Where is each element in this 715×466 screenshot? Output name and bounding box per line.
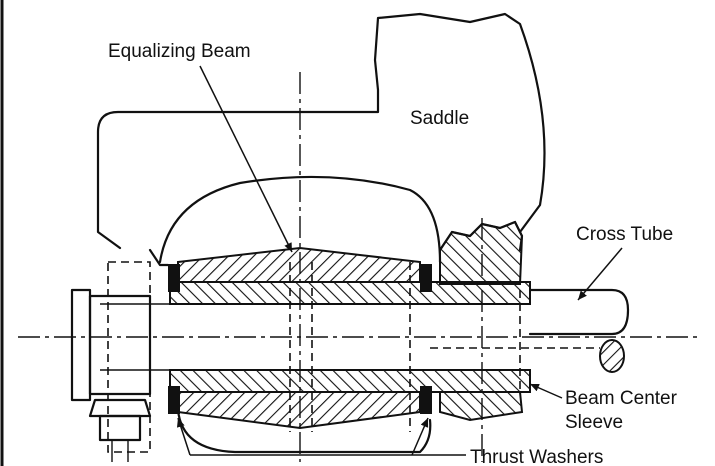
label-cross-tube: Cross Tube xyxy=(576,224,673,245)
cross-tube xyxy=(528,288,630,336)
thrust-washer-left-top xyxy=(168,264,180,292)
label-beam-center-sleeve-line2: Sleeve xyxy=(565,412,623,433)
thrust-washer-right-bottom xyxy=(420,386,432,414)
saddle-outline xyxy=(96,12,546,250)
leader-thrust-washer-right xyxy=(411,417,429,456)
equalizing-beam-bottom xyxy=(176,408,432,454)
hidden-bolt-outline xyxy=(107,261,151,453)
bolt-head xyxy=(88,398,152,418)
saddle-section-block-lower xyxy=(439,391,524,422)
label-saddle: Saddle xyxy=(410,108,469,129)
thrust-washer-left-bottom xyxy=(168,386,180,414)
label-beam-center-sleeve-line1: Beam Center xyxy=(565,388,678,409)
leader-cross-tube xyxy=(577,247,623,301)
upper-sleeve-band xyxy=(169,281,531,305)
lower-sleeve-band xyxy=(169,369,531,393)
label-equalizing-beam: Equalizing Beam xyxy=(108,41,251,62)
label-thrust-washers: Thrust Washers xyxy=(470,447,603,466)
equalizing-beam-top xyxy=(158,175,442,264)
tube-break-ellipse xyxy=(599,339,625,373)
nut-body xyxy=(88,294,152,396)
bolt-washer xyxy=(98,414,142,442)
nut-plate xyxy=(70,288,92,402)
saddle-section-block xyxy=(439,220,524,285)
leader-thrust-washer-left xyxy=(176,417,191,456)
thrust-washer-right-top xyxy=(420,264,432,292)
leader-equalizing-beam xyxy=(199,65,293,253)
upper-bushing xyxy=(177,246,421,283)
saddle-lower-left-lip xyxy=(148,248,170,267)
leader-beam-center-sleeve xyxy=(529,383,563,399)
lower-bushing xyxy=(177,391,421,430)
